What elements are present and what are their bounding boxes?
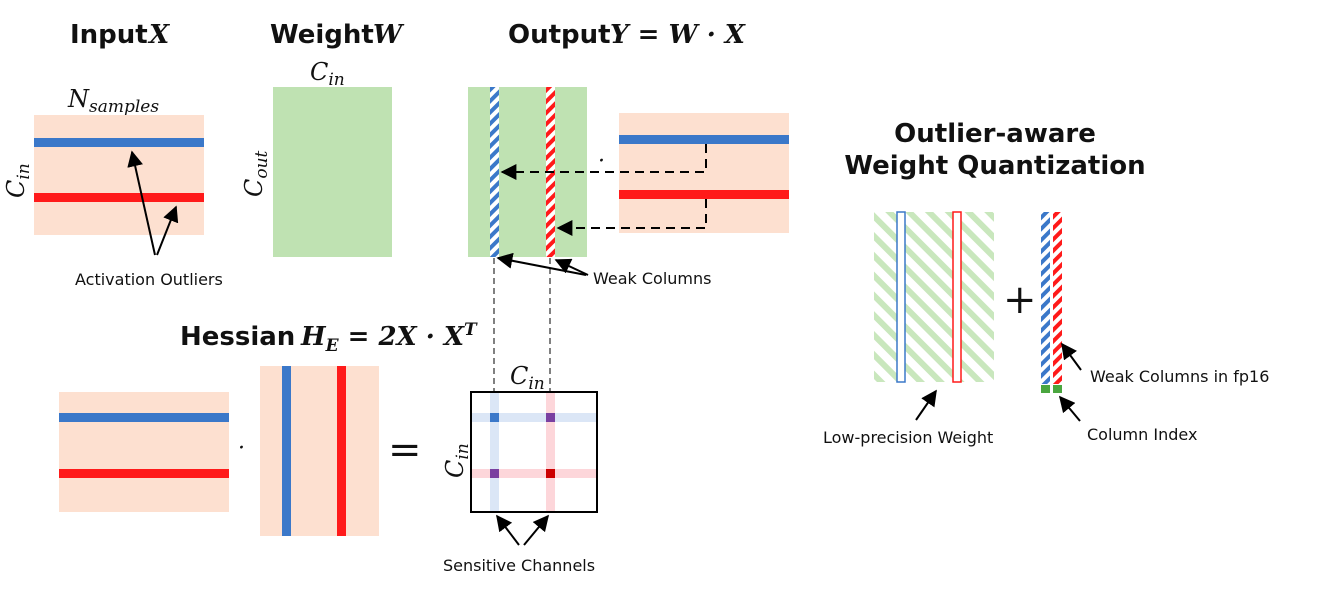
activation-arrow-2 [156,205,179,256]
weak-columns-arrow-1 [496,252,587,276]
input-matrix [34,115,204,235]
output-activation-row-blue [619,135,789,144]
weight-var: W [373,20,405,50]
fp16-arrow [1061,342,1082,371]
outlier-title-line1: Outlier-aware [894,119,1096,149]
weight-matrix [273,87,392,257]
fp16-weak-column-red [1053,212,1062,384]
hessian-xt-matrix [260,366,379,536]
weak-column-blue [490,87,499,257]
input-dim-top: Nsamples [67,85,159,117]
hessian-x-row-red [59,469,229,478]
intersection-blue-red [546,413,555,422]
hessian-title: Hessian [180,322,295,352]
hessian-x-row-blue [59,413,229,422]
hessian-equals-operator: = [388,427,422,473]
intersection-blue-blue [490,413,499,422]
output-block: Output Y = W · X · Weak Columns [468,20,789,392]
sensitive-row-red [471,469,597,478]
output-expr: Y = W · X [610,20,747,50]
removed-column-red [952,211,962,383]
hessian-result-matrix [470,391,598,513]
output-title: Output [508,20,611,50]
activation-outliers-label: Activation Outliers [75,270,223,289]
input-title: Input [70,20,148,50]
output-weight-matrix [468,87,587,257]
input-outlier-row-blue [34,138,204,147]
weight-block: Weight W Cin Cout [240,20,405,257]
input-dim-left: Cin [2,163,34,198]
weak-columns-arrow-2 [554,258,589,276]
column-index-label: Column Index [1087,425,1197,444]
low-precision-weight-matrix [874,212,994,382]
hessian-expr: HE = 2X · XT [300,320,478,356]
hessian-xt-col-blue [282,366,291,536]
column-index-arrow [1058,395,1081,422]
hessian-x-matrix [59,392,229,512]
hessian-dot-operator: · [238,436,245,461]
intersection-red-blue [490,469,499,478]
hessian-block: Hessian HE = 2X · XT · = Cin Cin Sensiti… [59,320,598,575]
weight-dim-top: Cin [310,58,345,90]
weight-title: Weight [270,20,374,50]
fp16-weak-column-blue [1041,212,1050,384]
weight-dim-left: Cout [240,150,272,197]
hessian-dim-left: Cin [441,443,473,478]
input-var: X [147,20,171,50]
input-outlier-row-red [34,193,204,202]
outlier-aware-section: Outlier-aware Weight Quantization + Weak… [823,119,1269,447]
sensitive-arrow-1 [496,514,520,546]
plus-operator: + [1003,277,1037,323]
sensitive-channels-label: Sensitive Channels [443,556,595,575]
hessian-xt-col-red [337,366,346,536]
activation-arrow-1 [127,150,156,256]
sensitive-col-red [546,392,555,512]
low-precision-arrow [915,389,937,421]
column-index-red [1053,385,1062,393]
output-activation-row-red [619,190,789,199]
hessian-result-bg [471,392,597,512]
low-precision-weight-label: Low-precision Weight [823,428,993,447]
sensitive-arrow-2 [523,514,550,546]
sensitive-col-blue [490,392,499,512]
output-dot-operator: · [598,149,605,174]
hessian-result-border [470,391,598,513]
hessian-dim-top: Cin [510,362,545,394]
sensitive-row-blue [471,413,597,422]
removed-column-blue [896,211,906,383]
red-dashed-arrow [556,199,707,236]
weak-columns-label: Weak Columns [593,269,712,288]
input-block: Input X Nsamples Cin Activation Outliers [2,20,223,289]
outlier-title-line2: Weight Quantization [844,151,1145,181]
column-index-blue [1041,385,1050,393]
intersection-red-red [546,469,555,478]
weak-columns-fp16-label: Weak Columns in fp16 [1090,367,1269,386]
